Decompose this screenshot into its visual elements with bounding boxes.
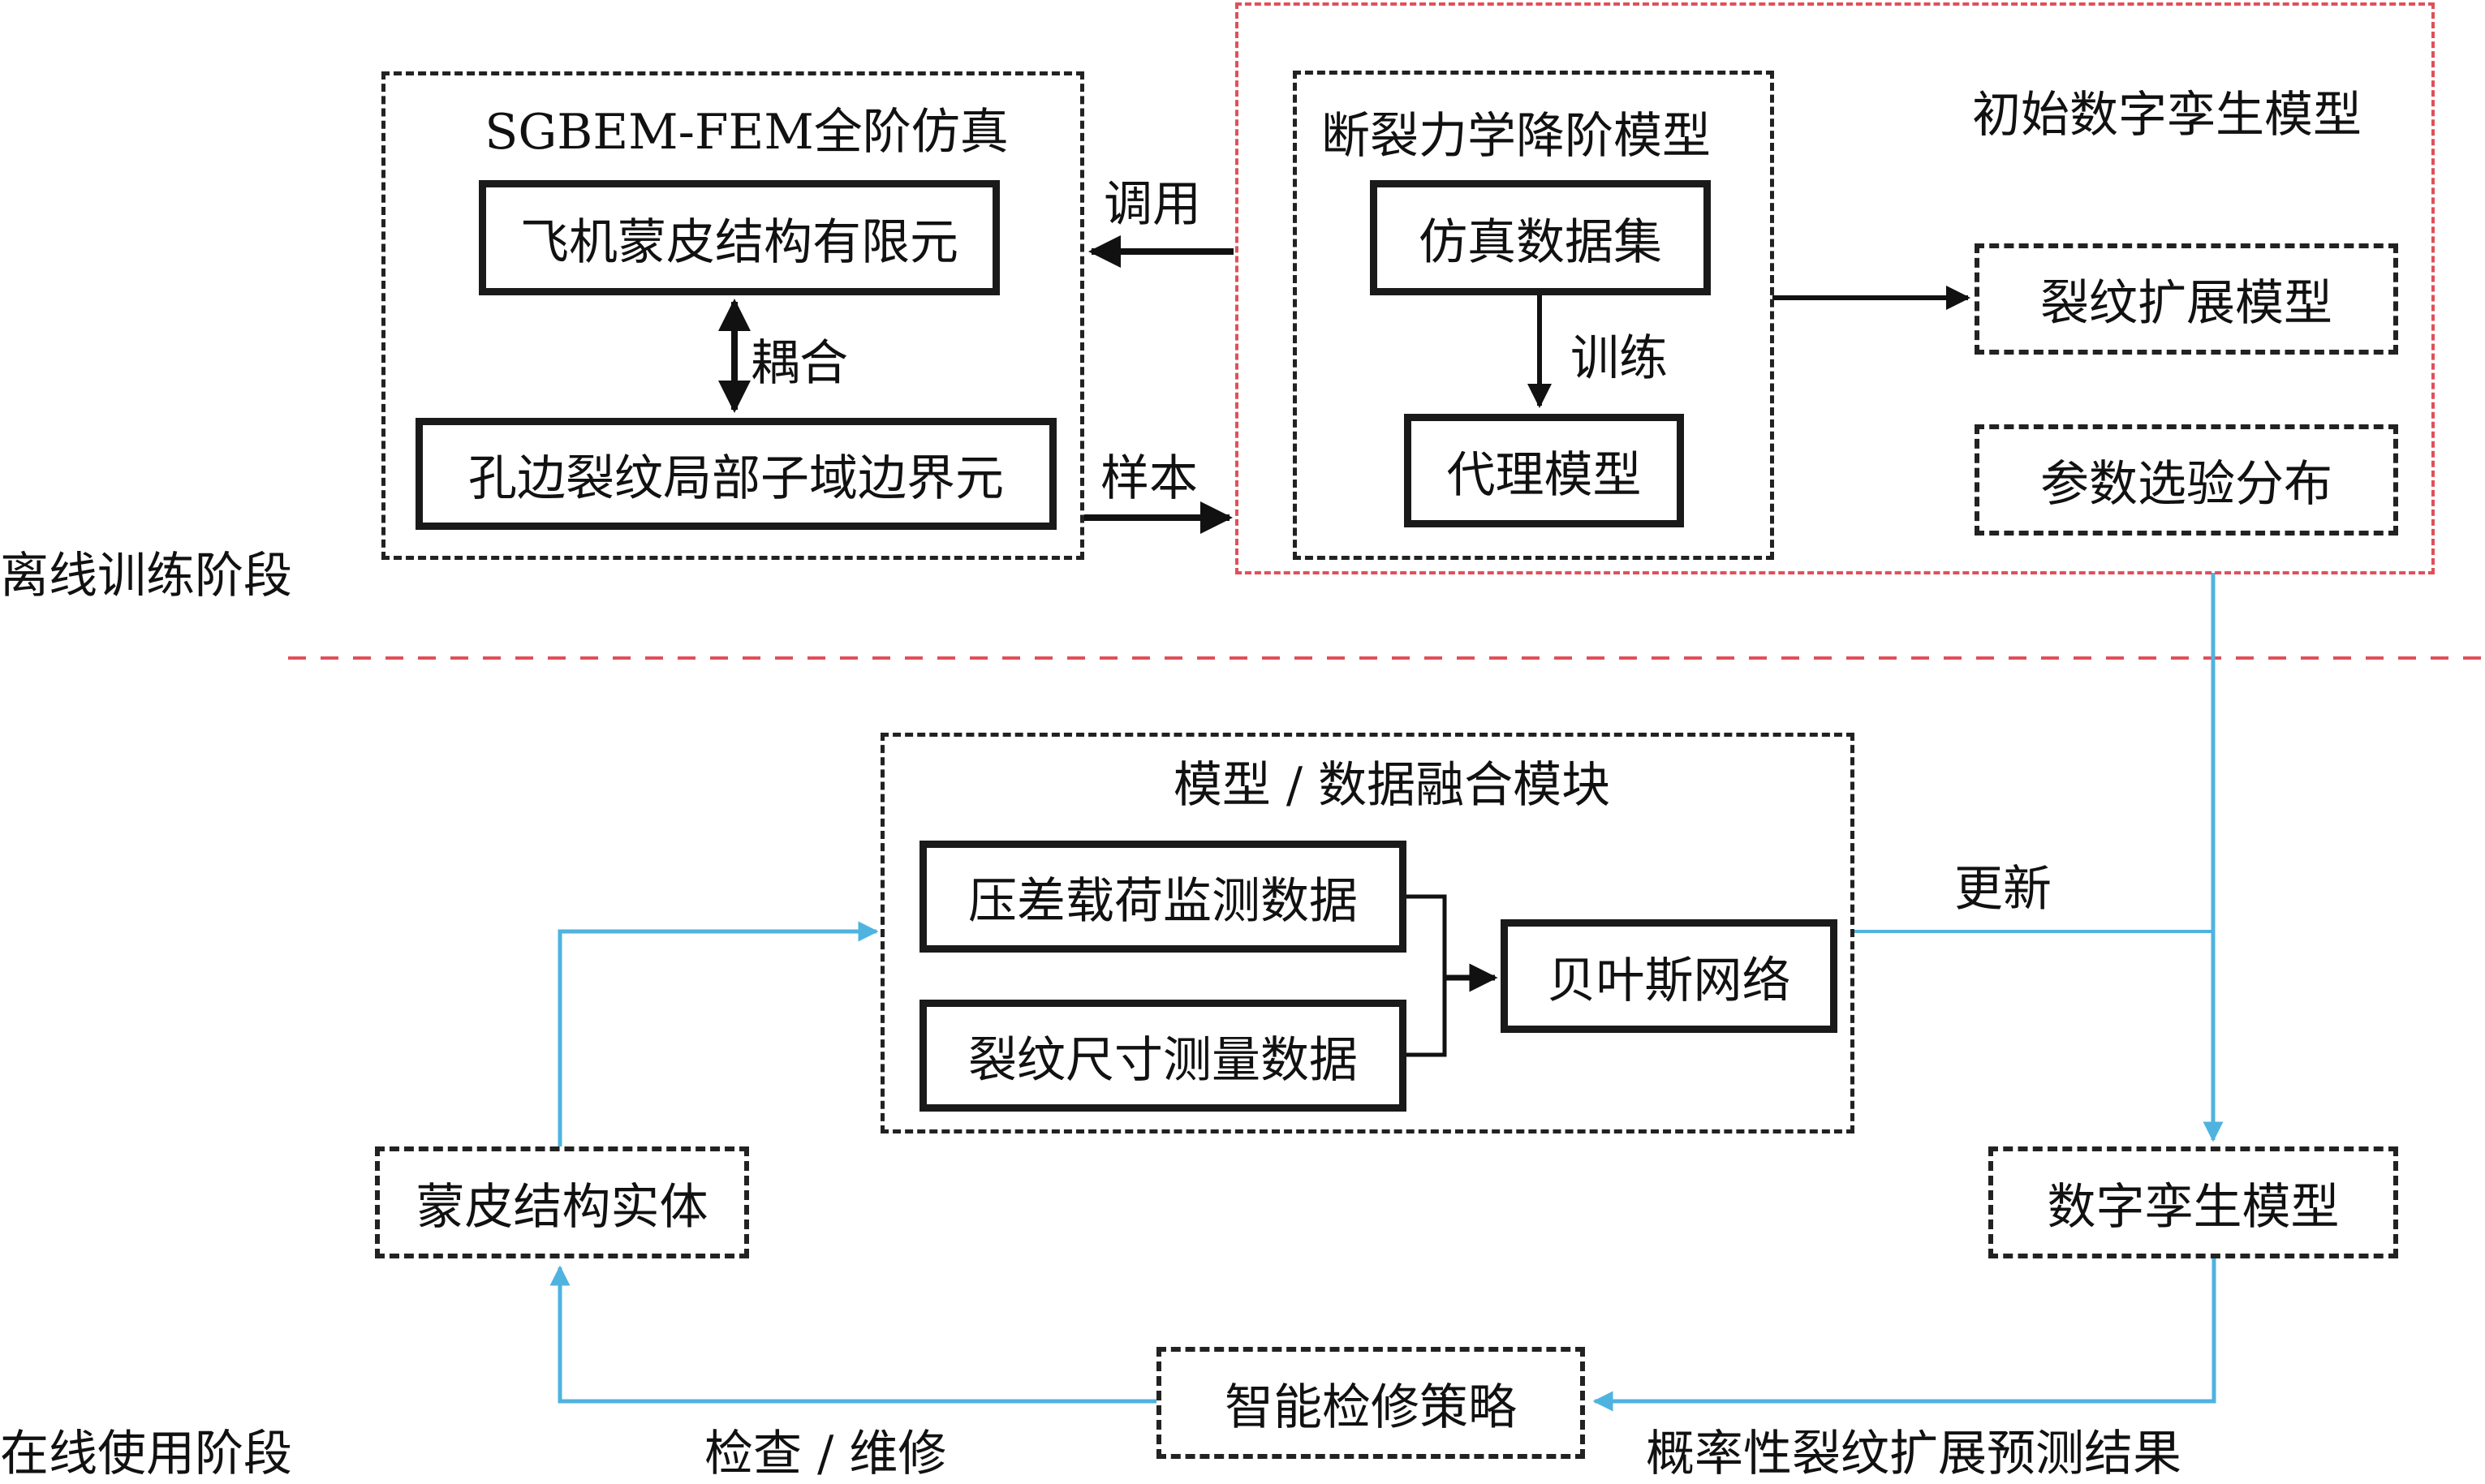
- box-dataset[interactable]: 仿真数据集: [1370, 180, 1711, 295]
- measure-line: [558, 921, 879, 1146]
- sgbem-frame: [381, 71, 1084, 560]
- box-prior[interactable]: 参数选验分布: [1975, 424, 2398, 536]
- call-label: 调用: [1104, 176, 1201, 233]
- inspect-line: [549, 1265, 1156, 1404]
- box-surrogate[interactable]: 代理模型: [1404, 414, 1684, 527]
- prediction-label: 概率性裂纹扩展预测结果: [1646, 1426, 2181, 1482]
- box-bayes[interactable]: 贝叶斯网络: [1501, 919, 1837, 1033]
- box-strategy[interactable]: 智能检修策略: [1156, 1347, 1585, 1459]
- initial-twin-title: 初始数字孪生模型: [1972, 87, 2362, 144]
- inspect-label: 检查 / 维修: [704, 1426, 947, 1482]
- train-label: 训练: [1570, 330, 1668, 387]
- rom-frame: [1293, 71, 1774, 560]
- fusion-frame: [881, 733, 1854, 1133]
- box-pressure[interactable]: 压差载荷监测数据: [919, 841, 1406, 953]
- box-fem[interactable]: 飞机蒙皮结构有限元: [479, 180, 1000, 295]
- box-crack-growth[interactable]: 裂纹扩展模型: [1975, 243, 2398, 355]
- offline-phase-label: 离线训练阶段: [0, 548, 292, 604]
- box-crack-size[interactable]: 裂纹尺寸测量数据: [919, 1000, 1406, 1112]
- box-twin[interactable]: 数字孪生模型: [1988, 1146, 2398, 1258]
- online-phase-label: 在线使用阶段: [0, 1426, 292, 1482]
- fusion-title: 模型 / 数据融合模块: [1173, 757, 1611, 814]
- box-skin-entity[interactable]: 蒙皮结构实体: [375, 1146, 749, 1258]
- sample-label: 样本: [1100, 450, 1198, 507]
- initial-twin-frame: [1235, 2, 2435, 574]
- update-label: 更新: [1954, 861, 2052, 918]
- prediction-line: [1592, 1258, 2216, 1412]
- sgbem-title: SGBEM-FEM全阶仿真: [485, 104, 1009, 161]
- coupling-label: 耦合: [751, 335, 848, 392]
- rom-title: 断裂力学降阶模型: [1321, 108, 1711, 165]
- box-bem[interactable]: 孔边裂纹局部子域边界元: [416, 418, 1057, 530]
